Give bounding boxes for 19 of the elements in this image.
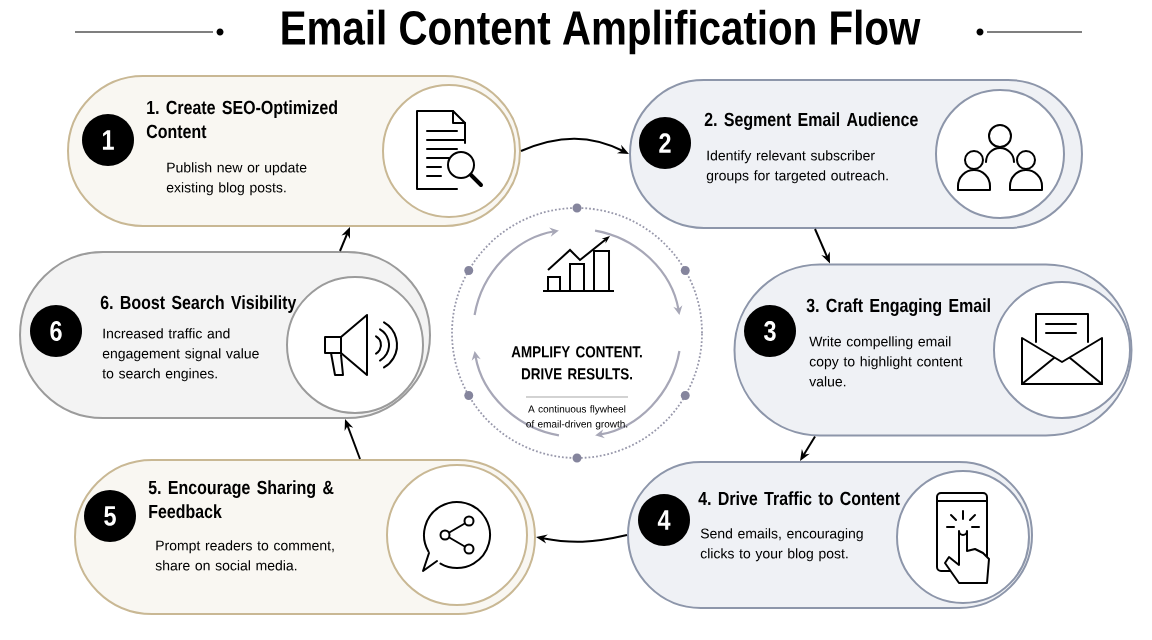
step-description: Send emails, encouraging clicks to your blog post. xyxy=(700,528,863,562)
number-badge: 5 xyxy=(84,490,136,542)
step-description: Write compelling email copy to highlight content value. xyxy=(809,336,963,387)
step-description: Identify relevant subscriber groups for targeted outreach. xyxy=(706,150,888,184)
step-description: Publish new or update existing blog posts. xyxy=(166,162,307,196)
step-description: Increased traffic and engagement signal value to search engines. xyxy=(102,328,259,382)
step-description: Prompt readers to comment, share on social media. xyxy=(155,540,334,571)
number-badge: 3 xyxy=(744,305,796,357)
number-badge: 4 xyxy=(638,494,690,546)
step-title: 1. Create SEO-Optimized Content xyxy=(146,100,337,139)
step-title: 5. Encourage Sharing & Feedback xyxy=(148,480,334,519)
step-title: 2. Segment Email Audience xyxy=(704,112,918,130)
number-badge: 6 xyxy=(30,305,82,357)
number-badge: 1 xyxy=(82,114,134,166)
step-title: 3. Craft Engaging Email xyxy=(806,298,990,316)
step-title: 6. Boost Search Visibility xyxy=(100,295,297,313)
title: Email Content Amplification Flow xyxy=(282,9,921,55)
step-title: 4. Drive Traffic to Content xyxy=(698,491,900,506)
number-badge: 2 xyxy=(639,117,691,169)
